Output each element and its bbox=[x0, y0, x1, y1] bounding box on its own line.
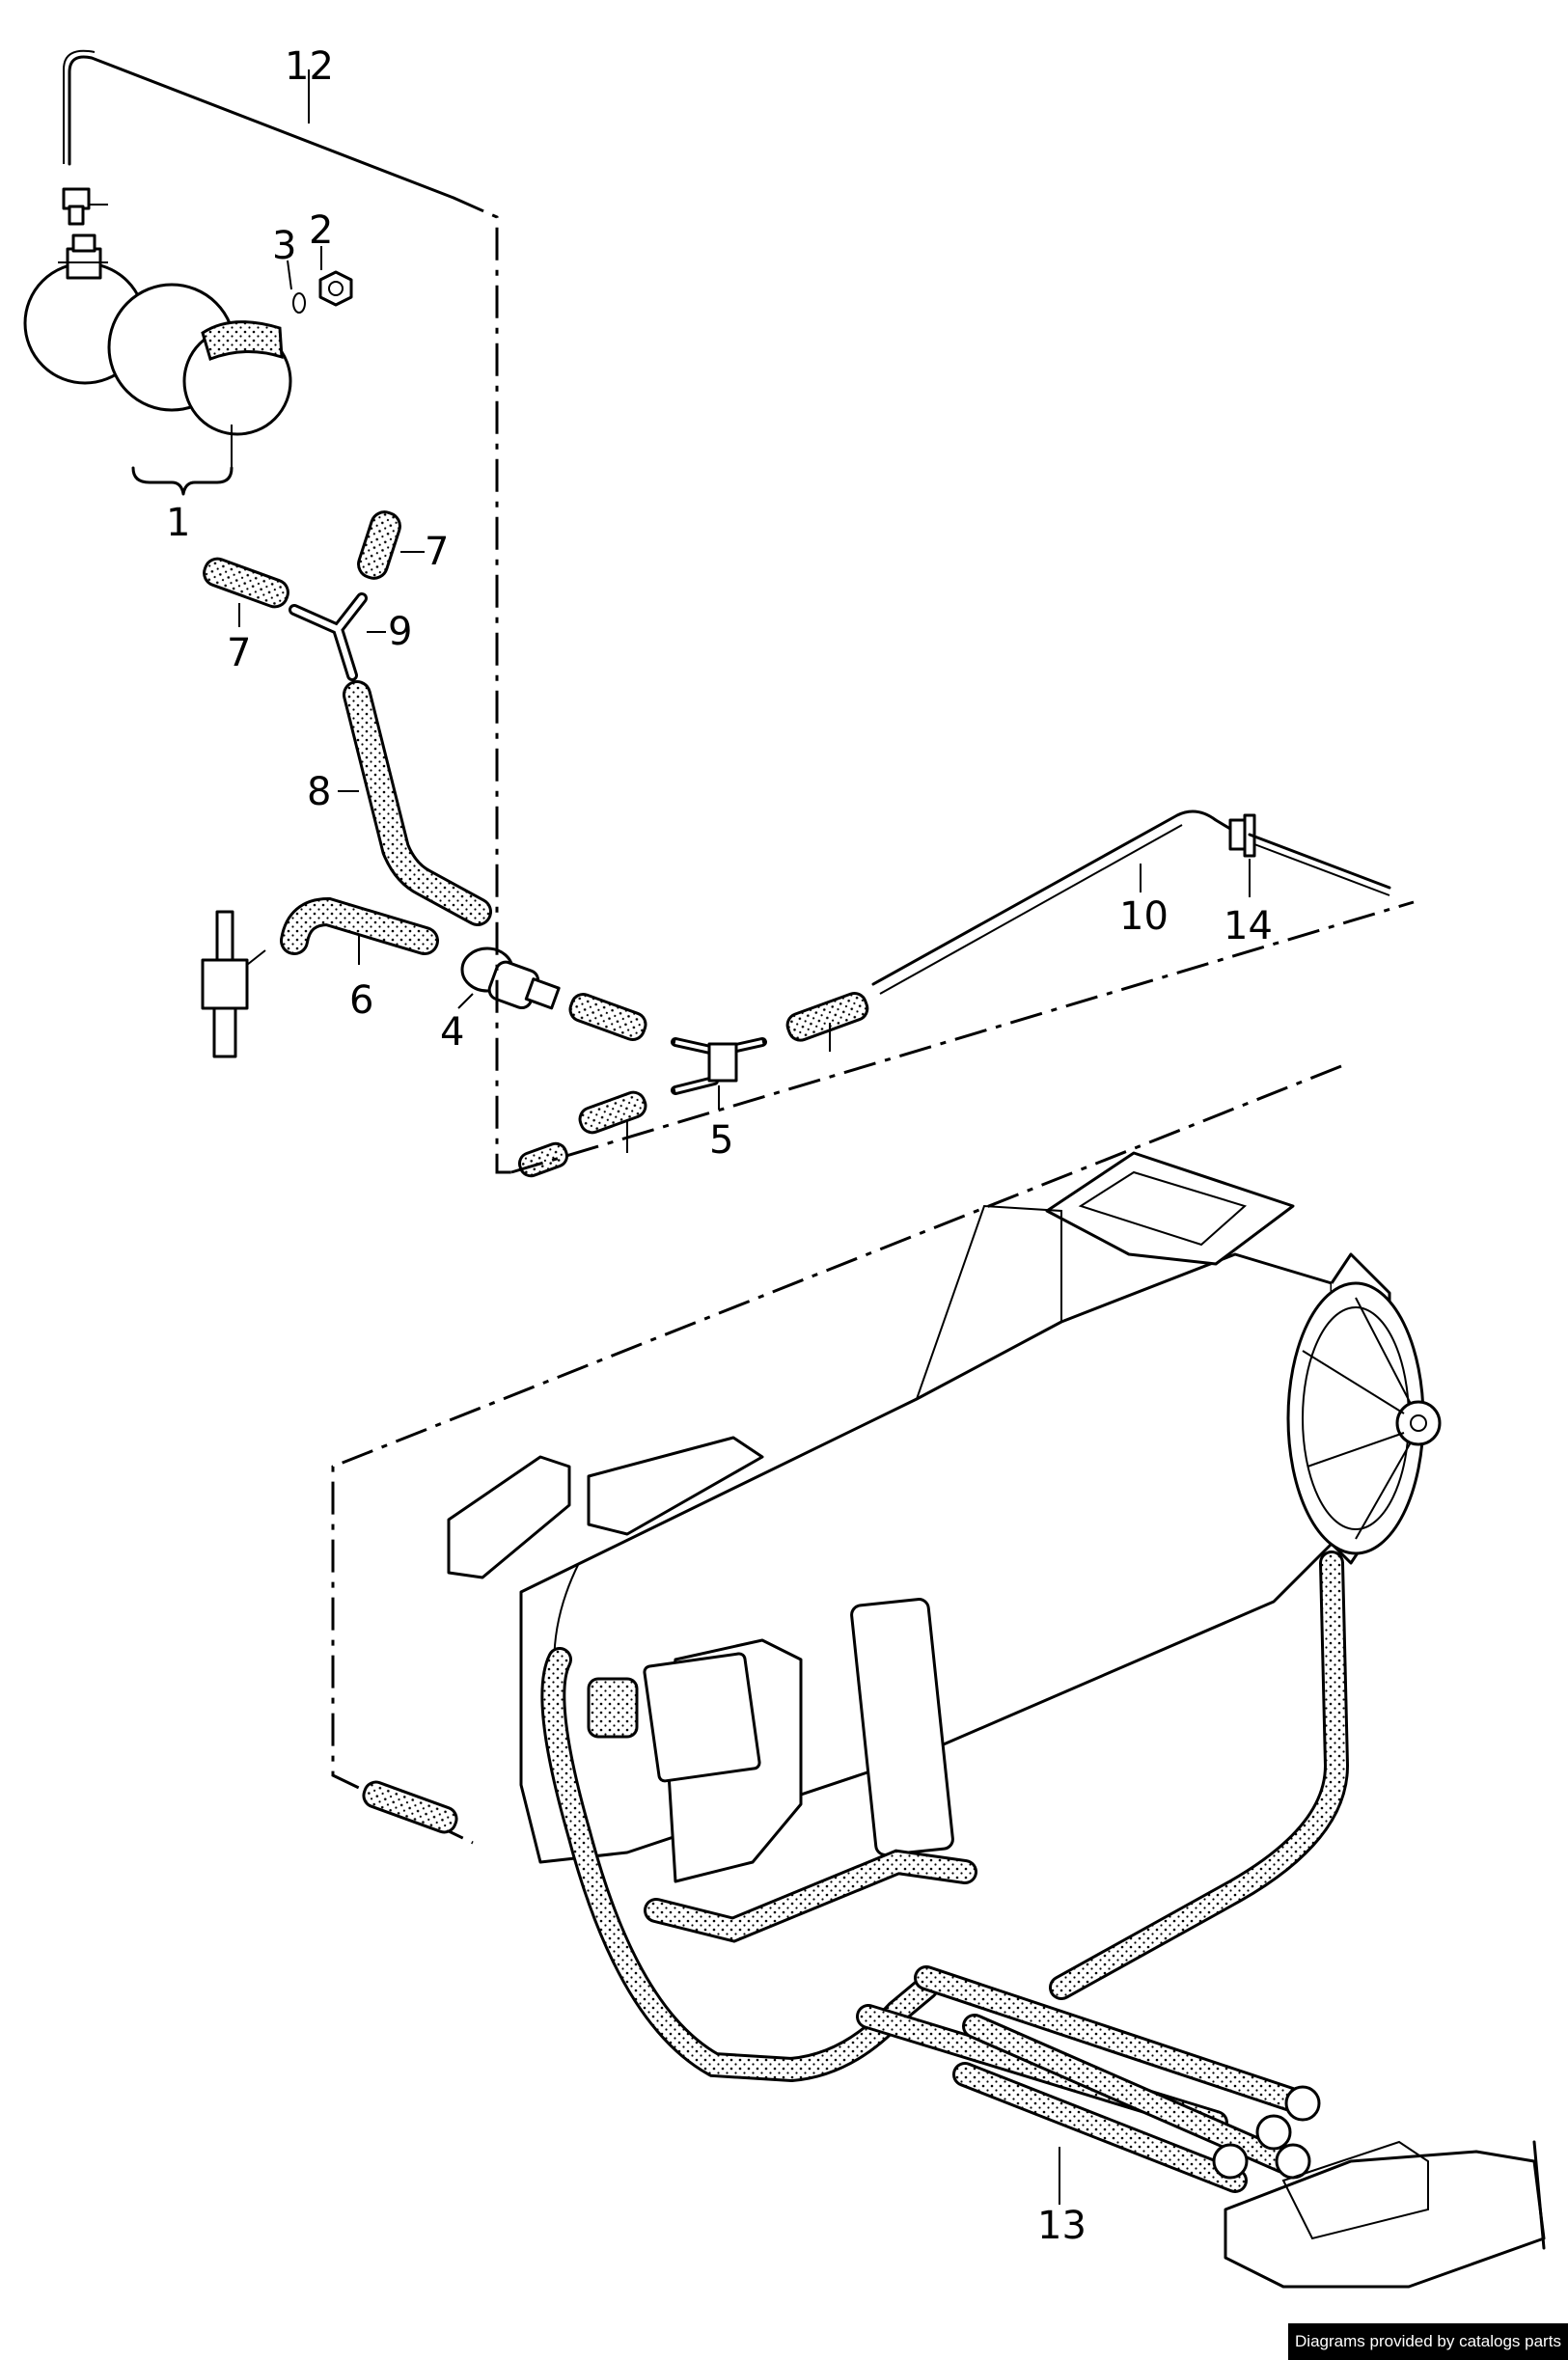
line-part-12 bbox=[68, 55, 455, 200]
washer-part-3 bbox=[292, 292, 306, 314]
callout-2: 2 bbox=[309, 208, 333, 253]
hose-bundle-part-13 bbox=[540, 1550, 1350, 2205]
callout-9: 9 bbox=[388, 610, 412, 654]
callout-4: 4 bbox=[440, 1010, 464, 1055]
hose-part-8 bbox=[345, 683, 489, 923]
callout-12: 12 bbox=[285, 44, 334, 89]
hose-part-7-upper bbox=[357, 510, 401, 580]
callout-7-upper: 7 bbox=[425, 530, 449, 574]
check-valve bbox=[201, 910, 266, 1058]
mount-bracket bbox=[1224, 2150, 1546, 2289]
callout-5: 5 bbox=[709, 1118, 733, 1163]
t-connector-part-5 bbox=[671, 1037, 767, 1110]
grommet-part-14 bbox=[1228, 813, 1391, 897]
y-connector-part-9 bbox=[291, 595, 365, 678]
callout-13: 13 bbox=[1037, 2204, 1087, 2248]
callout-14: 14 bbox=[1224, 904, 1273, 948]
callout-1: 1 bbox=[166, 501, 190, 545]
nut-part-2 bbox=[318, 270, 353, 307]
callout-10: 10 bbox=[1119, 894, 1169, 939]
callout-6: 6 bbox=[349, 978, 373, 1023]
filter-part-4 bbox=[457, 947, 561, 1010]
hose-part-7-left bbox=[203, 557, 289, 609]
callout-8: 8 bbox=[307, 770, 331, 814]
reservoir-part-1 bbox=[23, 233, 292, 436]
heater-housing bbox=[447, 1151, 1442, 1883]
callout-7-left: 7 bbox=[227, 631, 251, 675]
hose-part-6 bbox=[283, 899, 436, 952]
callout-3: 3 bbox=[272, 224, 296, 268]
line-part-10 bbox=[871, 810, 1237, 986]
diagram-credit: Diagrams provided by catalogs parts bbox=[1288, 2323, 1568, 2360]
